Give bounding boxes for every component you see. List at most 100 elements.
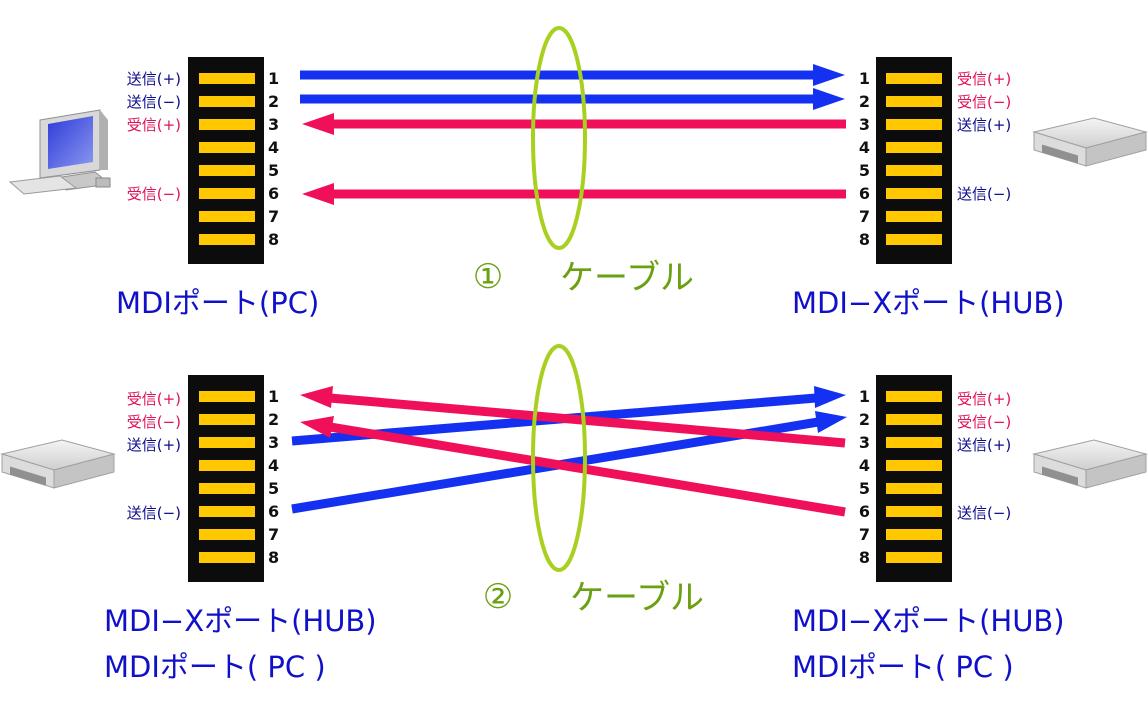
pin-bar: [199, 96, 255, 107]
pin-bar: [886, 165, 942, 176]
pin-bar: [886, 529, 942, 540]
pin-bar: [886, 211, 942, 222]
port-caption-left: MDIポート( PC ): [104, 650, 326, 684]
signal-label: 送信(−): [127, 504, 181, 522]
section-1: 1 2 3 4 5 6 7 8 1 2 3 4 5 6 7 8 送信(+) 送信(−) 受信(+) 受信(−…: [8, 26, 1148, 320]
pin-number: 1: [268, 69, 279, 88]
pin-number: 1: [859, 69, 870, 88]
pin-bar: [886, 234, 942, 245]
pin-bar: [886, 506, 942, 517]
pin-number: 2: [859, 410, 870, 429]
pin-number: 5: [268, 161, 279, 180]
hub-icon: [1032, 117, 1148, 167]
pin-bar: [199, 460, 255, 471]
cable-number: ①: [473, 257, 503, 297]
pin-number: 4: [268, 138, 279, 157]
pin-bar: [199, 483, 255, 494]
pin-number: 8: [859, 548, 870, 567]
port-caption-left: MDIポート(PC): [116, 286, 319, 320]
pin-bar: [199, 142, 255, 153]
signal-label: 送信(+): [127, 70, 181, 88]
pin-number: 8: [268, 548, 279, 567]
pin-number: 6: [268, 184, 279, 203]
pin-bar: [886, 483, 942, 494]
pin-bar: [199, 234, 255, 245]
hub-icon: [1032, 439, 1148, 489]
pin-number: 5: [268, 479, 279, 498]
signal-label: 受信(−): [127, 413, 181, 431]
arrow-head: [813, 88, 845, 110]
pin-number: 1: [268, 387, 279, 406]
pin-number: 2: [859, 92, 870, 111]
pin-number: 4: [268, 456, 279, 475]
pin-bar: [199, 188, 255, 199]
pin-number: 4: [859, 138, 870, 157]
pin-number: 3: [268, 115, 279, 134]
pin-number: 1: [859, 387, 870, 406]
pin-bar: [199, 506, 255, 517]
cable-label: ケーブル: [560, 258, 694, 298]
pin-bar: [886, 96, 942, 107]
signal-label: 送信(+): [127, 436, 181, 454]
pin-bar: [886, 142, 942, 153]
pin-number: 6: [268, 502, 279, 521]
signal-label: 受信(−): [127, 185, 181, 203]
cable-ring: [531, 26, 587, 250]
section-2: 1 2 3 4 5 6 7 8 1 2 3 4 5 6 7 8 受信(+) 受信(−) 送信(+) 送信(−…: [0, 344, 1148, 684]
arrow-head: [302, 113, 334, 135]
signal-label: 受信(+): [957, 70, 1011, 88]
pin-number: 7: [268, 525, 279, 544]
port-caption-right: MDI−Xポート(HUB): [792, 604, 1065, 638]
pin-bar: [886, 188, 942, 199]
pin-bar: [199, 211, 255, 222]
pin-number: 8: [268, 230, 279, 249]
pin-number: 4: [859, 456, 870, 475]
pin-bar: [199, 165, 255, 176]
cable-label: ケーブル: [570, 578, 704, 618]
pin-bar: [199, 119, 255, 130]
pin-number: 6: [859, 184, 870, 203]
pin-number: 7: [268, 207, 279, 226]
signal-label: 受信(+): [127, 390, 181, 408]
pin-number: 6: [859, 502, 870, 521]
signal-label: 送信(+): [957, 116, 1011, 134]
port-caption-right: MDI−Xポート(HUB): [792, 286, 1065, 320]
rx-wire: [329, 422, 846, 517]
port-caption-left: MDI−Xポート(HUB): [104, 604, 377, 638]
arrow-head: [300, 416, 334, 438]
port-left-1: 1 2 3 4 5 6 7 8: [188, 57, 279, 264]
pin-number: 8: [859, 230, 870, 249]
arrow-head: [813, 64, 845, 86]
signal-label: 送信(+): [957, 436, 1011, 454]
arrow-head: [302, 183, 334, 205]
signal-label: 送信(−): [957, 504, 1011, 522]
pin-bar: [199, 414, 255, 425]
pin-number: 7: [859, 525, 870, 544]
pin-bar: [886, 73, 942, 84]
arrow-head: [300, 386, 333, 408]
pin-bar: [199, 529, 255, 540]
pin-bar: [199, 391, 255, 402]
pin-number: 3: [859, 433, 870, 452]
pin-bar: [886, 414, 942, 425]
pin-number: 7: [859, 207, 870, 226]
pin-bar: [886, 460, 942, 471]
pin-number: 5: [859, 479, 870, 498]
signal-label: 受信(+): [127, 116, 181, 134]
pin-number: 2: [268, 92, 279, 111]
pin-number: 2: [268, 410, 279, 429]
signal-label: 送信(−): [127, 93, 181, 111]
pin-number: 5: [859, 161, 870, 180]
pc-icon: [8, 109, 112, 195]
rx-wire: [329, 393, 846, 448]
pin-bar: [886, 391, 942, 402]
port-right-2: 1 2 3 4 5 6 7 8: [859, 375, 952, 582]
pin-bar: [199, 73, 255, 84]
pin-bar: [886, 437, 942, 448]
pin-bar: [199, 437, 255, 448]
cable-ring: [531, 344, 587, 572]
signal-label: 送信(−): [957, 185, 1011, 203]
